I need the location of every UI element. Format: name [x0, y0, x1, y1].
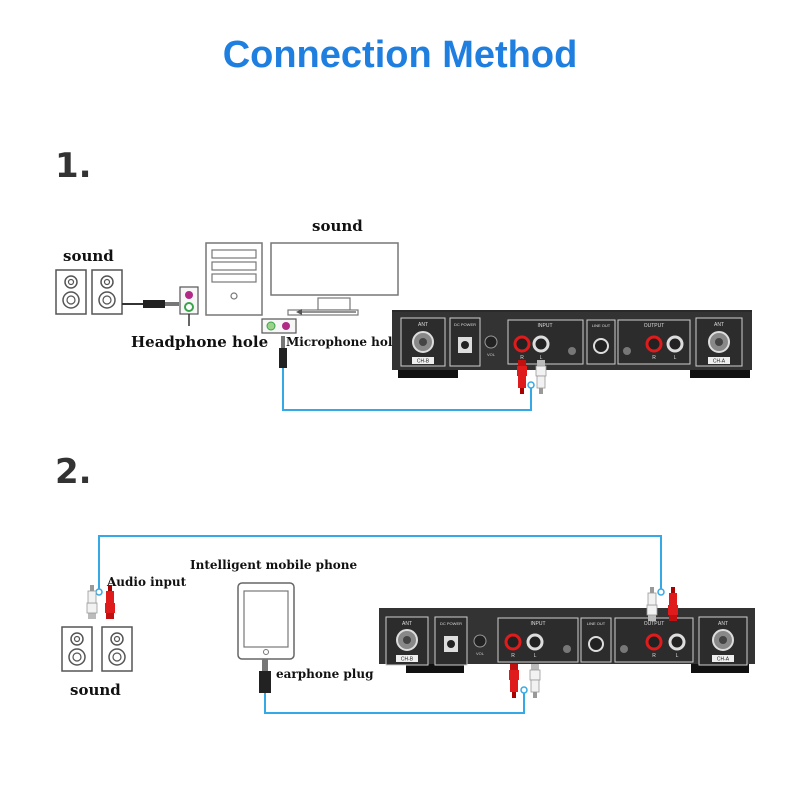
earphone-plug-label: earphone plug	[276, 667, 374, 681]
speakers-icon-2	[61, 626, 133, 672]
speakers-icon-1	[55, 269, 123, 315]
step-number-2: 2.	[55, 452, 92, 492]
ant-label-right-2: ANT	[718, 621, 728, 627]
receiver-device-2: ANT CH-B DC POWER VOL INPUT R L LINE OUT…	[379, 608, 755, 673]
step-number-1: 1.	[55, 146, 92, 186]
input-r-label: R	[520, 355, 524, 361]
vol-label: VOL	[487, 352, 496, 357]
mobile-phone-icon	[237, 582, 295, 660]
line-out-label: LINE OUT	[592, 323, 611, 328]
arrow-to-microphone	[296, 309, 356, 315]
headphone-jack-icon	[179, 286, 199, 326]
earphone-plug-icon	[259, 659, 271, 693]
ant-label-left-2: ANT	[402, 621, 412, 627]
dc-power-label-2: DC POWER	[440, 621, 462, 626]
page-title: Connection Method	[222, 34, 578, 76]
ant-label-right: ANT	[714, 322, 724, 328]
input-l-label-2: L	[534, 653, 537, 659]
ch-a-label-2: CH-A	[717, 657, 730, 663]
line-out-label-2: LINE OUT	[587, 621, 606, 626]
cable-2-output	[98, 535, 662, 595]
headphone-hole-label: Headphone hole	[131, 333, 269, 351]
microphone-plug-icon	[279, 336, 287, 368]
audio-input-label: Audio input	[107, 575, 187, 589]
pc-tower-icon	[205, 242, 263, 316]
dc-power-label: DC POWER	[454, 322, 476, 327]
microphone-jack-icon	[261, 318, 297, 334]
output-label-2: OUTPUT	[644, 621, 665, 627]
output-label: OUTPUT	[644, 323, 665, 329]
phone-label: Intelligent mobile phone	[190, 558, 358, 572]
ch-b-label: CH-B	[417, 359, 430, 365]
output-l-label-2: L	[676, 653, 679, 659]
output-r-label: R	[652, 355, 656, 361]
output-l-label: L	[674, 355, 677, 361]
speakers-label-2: sound	[70, 681, 121, 699]
speakers-label-1: sound	[63, 247, 114, 265]
input-l-label: L	[540, 355, 543, 361]
input-label: INPUT	[538, 323, 553, 329]
monitor-icon	[270, 242, 399, 316]
headphone-plug-icon	[122, 300, 179, 308]
input-r-label-2: R	[511, 653, 515, 659]
input-label-2: INPUT	[531, 621, 546, 627]
output-r-label-2: R	[652, 653, 656, 659]
receiver-device-1: ANT CH-B DC POWER VOL INPUT R L LINE OUT…	[392, 310, 752, 378]
cable-1	[282, 368, 532, 411]
ch-a-label: CH-A	[713, 359, 726, 365]
vol-label-2: VOL	[476, 651, 485, 656]
ch-b-label-2: CH-B	[401, 657, 414, 663]
ant-label-left: ANT	[418, 322, 428, 328]
cable-2-input	[264, 692, 525, 714]
microphone-hole-label: Microphone hole	[286, 335, 401, 349]
monitor-sound-label: sound	[312, 217, 363, 235]
